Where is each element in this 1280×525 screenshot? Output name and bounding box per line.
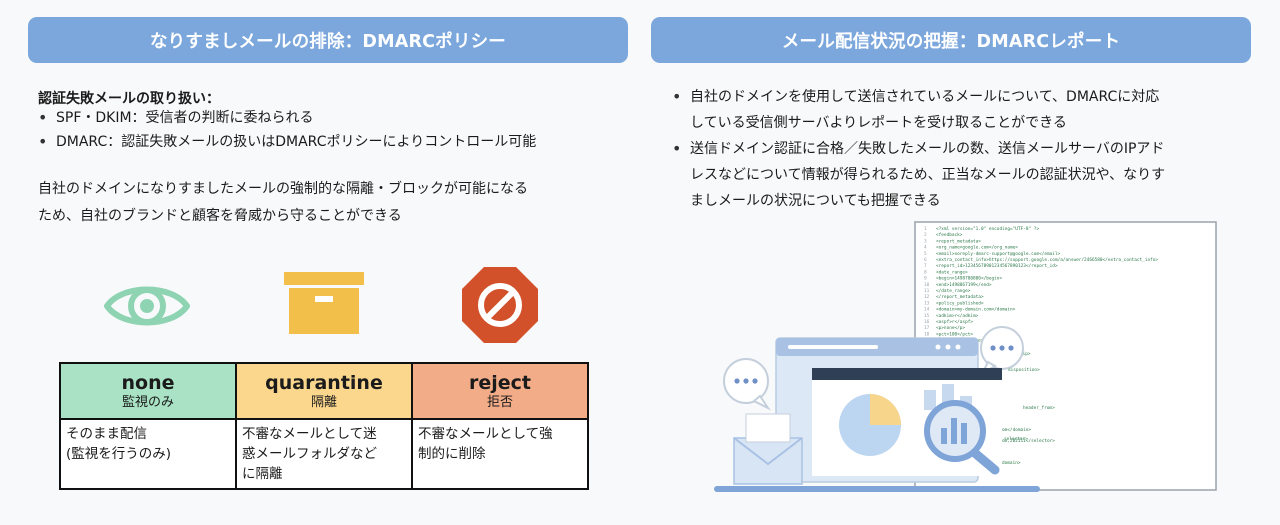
cell-line: 不審なメールとして強 — [418, 426, 553, 442]
dmarc-policy-title: なりすましメールの排除：DMARCポリシー — [149, 31, 506, 52]
xml-line-number: 18 — [924, 331, 930, 337]
header-en: reject — [468, 371, 531, 394]
xml-line: <org_name>google.com</org_name> — [936, 245, 1018, 251]
xml-line-number: 17 — [924, 325, 930, 331]
cell-line: 制的に削除 — [418, 446, 486, 462]
xml-line: <policy_published> — [936, 300, 984, 306]
xml-line: <feedback> — [936, 232, 963, 238]
list-line: 自社のドメインを使用して送信されているメールについて、DMARCに対応 — [690, 89, 1160, 105]
dmarc-report-title: メール配信状況の把握：DMARCレポート — [781, 31, 1121, 52]
list-line: ましメールの状況についても把握できる — [690, 193, 941, 209]
cell-line: (監視を行うのみ) — [66, 446, 172, 462]
dmarc-policy-banner: なりすましメールの排除：DMARCポリシー — [28, 17, 628, 63]
svg-text:disposition>: disposition> — [1008, 367, 1040, 373]
header-ja: 拒否 — [486, 394, 513, 410]
header-en: quarantine — [265, 371, 383, 394]
xml-line: <pct>100</pct> — [936, 331, 973, 337]
pie-chart-icon — [839, 394, 901, 456]
svg-text:_ip>: _ip> — [1020, 351, 1031, 357]
xml-line-number: 8 — [924, 269, 927, 275]
cell-reject: 不審なメールとして強 制的に削除 — [411, 418, 589, 490]
xml-line-number: 3 — [924, 238, 927, 244]
cell-quarantine: 不審なメールとして迷 惑メールフォルダなど に隔離 — [235, 418, 413, 490]
list-line: している受信側サーバよりレポートを受け取ることができる — [690, 115, 1067, 131]
envelope-icon — [733, 413, 803, 485]
svg-text:domain>: domain> — [1002, 460, 1021, 466]
magnifier-icon — [924, 400, 1000, 475]
xml-line-number: 12 — [924, 294, 930, 300]
chat-bubble-icon — [723, 358, 771, 411]
xml-line: <email>noreply-dmarc-support@google.com<… — [936, 251, 1061, 257]
column-header-none: none 監視のみ — [59, 362, 237, 420]
prohibited-icon — [462, 267, 538, 343]
dmarc-report-banner: メール配信状況の把握：DMARCレポート — [651, 17, 1251, 63]
table-row: そのまま配信 (監視を行うのみ) 不審なメールとして迷 惑メールフォルダなど に… — [59, 418, 589, 490]
xml-line: <report_id>12345678901234567890123</repo… — [936, 263, 1058, 269]
list-line: 送信ドメイン認証に合格／失敗したメールの数、送信メールサーバのIPアド — [690, 141, 1165, 157]
description-line: ため、自社のブランドと顧客を脅威から守ることができる — [38, 208, 402, 224]
svg-text:header_from>: header_from> — [1023, 405, 1055, 411]
xml-line-number: 7 — [924, 263, 927, 269]
xml-line-number: 15 — [924, 313, 930, 319]
xml-line: <domain>my-domain.com</domain> — [936, 307, 1016, 313]
column-header-reject: reject 拒否 — [411, 362, 589, 420]
xml-line: <begin>1498780800</begin> — [936, 276, 1002, 282]
dmarc-policy-description: 自社のドメインになりすましたメールの強制的な隔離・ブロックが可能になる ため、自… — [38, 176, 628, 230]
box-icon — [284, 272, 364, 334]
xml-line: <report_metadata> — [936, 238, 981, 244]
svg-text:om,202111</selector>: om,202111</selector> — [1002, 438, 1055, 444]
xml-line: <adkim>r</adkim> — [936, 313, 979, 319]
xml-line-number: 5 — [924, 251, 927, 257]
table-header-row: none 監視のみ quarantine 隔離 reject 拒否 — [59, 362, 589, 420]
header-ja: 監視のみ — [121, 394, 174, 410]
cell-line: 惑メールフォルダなど — [242, 446, 377, 462]
cell-line: そのまま配信 — [66, 426, 147, 442]
eye-icon — [104, 286, 190, 326]
xml-line: <date_range> — [936, 269, 968, 275]
list-item: SPF・DKIM：受信者の判断に委ねられる — [38, 106, 628, 130]
xml-line-number: 11 — [924, 288, 930, 294]
dmarc-report-list: 自社のドメインを使用して送信されているメールについて、DMARCに対応 している… — [672, 84, 1250, 214]
header-en: none — [121, 371, 175, 394]
cell-none: そのまま配信 (監視を行うのみ) — [59, 418, 237, 490]
header-ja: 隔離 — [310, 394, 337, 410]
xml-line: <aspf>r</aspf> — [936, 319, 973, 325]
xml-line-number: 4 — [924, 245, 927, 251]
xml-line: <extra_contact_info>https://support.goog… — [936, 257, 1158, 263]
description-line: 自社のドメインになりすましたメールの強制的な隔離・ブロックが可能になる — [38, 181, 528, 197]
dmarc-policy-table: none 監視のみ quarantine 隔離 reject 拒否 そのまま配信… — [59, 362, 589, 490]
column-header-quarantine: quarantine 隔離 — [235, 362, 413, 420]
xml-line: <end>1498867199</end> — [936, 282, 992, 288]
list-item: DMARC：認証失敗メールの扱いはDMARCポリシーによりコントロール可能 — [38, 130, 628, 154]
list-line: レスなどについて情報が得られるため、正当なメールの認証状況や、なりす — [690, 167, 1166, 183]
xml-line-number: 16 — [924, 319, 930, 325]
cell-line: に隔離 — [242, 466, 283, 482]
xml-line: <p>none</p> — [936, 325, 965, 331]
cell-line: 不審なメールとして迷 — [242, 426, 377, 442]
xml-line-number: 10 — [924, 282, 930, 288]
xml-line-number: 2 — [924, 232, 927, 238]
xml-line-number: 6 — [924, 257, 927, 263]
list-item: 自社のドメインを使用して送信されているメールについて、DMARCに対応 している… — [672, 84, 1250, 136]
xml-line: </date_range> — [936, 288, 971, 294]
base-bar — [714, 486, 1040, 492]
list-item: 送信ドメイン認証に合格／失敗したメールの数、送信メールサーバのIPアド レスなど… — [672, 136, 1250, 214]
xml-line-number: 14 — [924, 307, 930, 313]
xml-line-number: 9 — [924, 276, 927, 282]
auth-failure-list: SPF・DKIM：受信者の判断に委ねられる DMARC：認証失敗メールの扱いはD… — [38, 106, 628, 154]
dmarc-report-illustration: 1 <?xml version="1.0" encoding="UTF-8" ?>… — [714, 221, 1217, 492]
xml-line-number: 1 — [924, 226, 927, 232]
svg-text:om</domain>: om</domain> — [1002, 427, 1031, 433]
auth-failure-subtitle: 認証失敗メールの取り扱い： — [38, 91, 220, 107]
xml-line: <?xml version="1.0" encoding="UTF-8" ?> — [936, 226, 1039, 232]
xml-line: </report_metadata> — [936, 294, 984, 300]
xml-line-number: 13 — [924, 300, 930, 306]
svg-text:selector>: selector> — [1004, 436, 1028, 442]
